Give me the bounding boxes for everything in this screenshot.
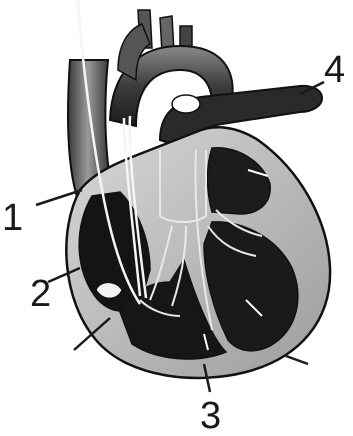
label-1: 1: [2, 197, 23, 239]
label-3: 3: [200, 395, 221, 436]
label-4: 4: [324, 49, 345, 91]
label-2: 2: [30, 273, 51, 315]
